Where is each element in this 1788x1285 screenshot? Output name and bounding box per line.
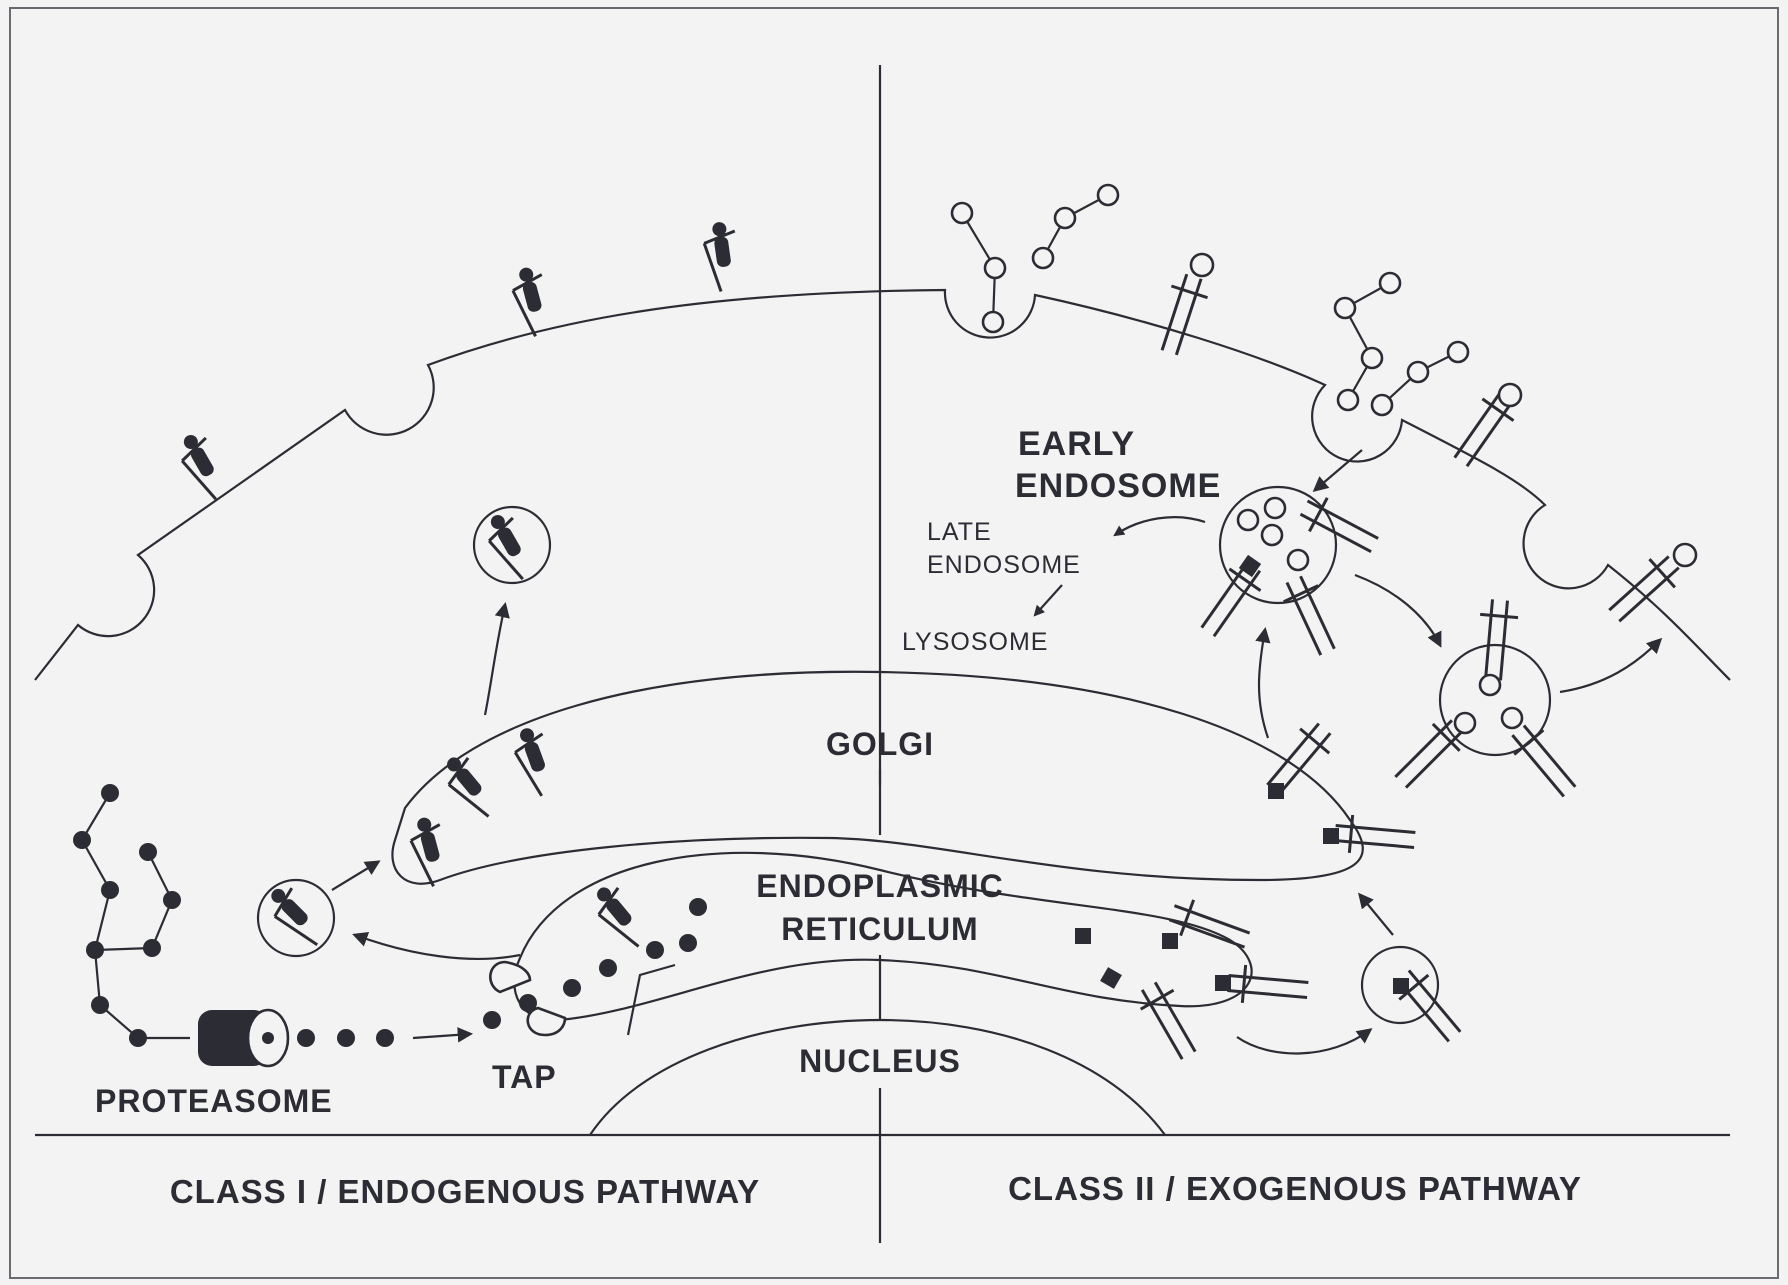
arrow-icon [355,935,520,959]
late-endosome-label-1: LATE [927,518,992,546]
invariant-chain-icon [1075,928,1091,944]
arrow-icon [1115,517,1205,535]
arrow-icon [1035,585,1062,615]
mhc-class-i-icon [508,264,557,339]
mhc-class-ii-icon [1333,814,1416,859]
arrow-icon [1355,575,1440,645]
golgi-label: GOLGI [826,726,934,762]
arrow-icon [485,605,505,715]
nucleus-label: NUCLEUS [799,1043,961,1079]
lysosome-label: LYSOSOME [902,628,1048,656]
late-endosome-label-2: ENDOSOME [927,551,1081,579]
arrow-icon [413,1034,470,1038]
protein-chain-icon [73,784,190,1047]
empty-mhc-icon [628,965,675,1035]
arrow-icon [1237,1030,1370,1053]
mhc-class-ii-icon [1504,718,1585,804]
mhc-class-ii-icon [1152,271,1213,359]
arrow-icon [1360,895,1393,935]
mhc-class-ii-icon [1133,976,1206,1064]
mhc-class-i-icon [702,220,743,293]
proteasome-label: PROTEASOME [95,1083,333,1119]
tap-label: TAP [492,1059,557,1095]
peptide-dot-icon [297,1029,394,1047]
arrow-icon [332,862,378,890]
antigen-chain-icon [1335,273,1468,415]
invariant-chain-icon [1100,967,1122,989]
early-endosome-label-2: ENDOSOME [1015,467,1221,505]
class-one-pathway-label: CLASS I / ENDOGENOUS PATHWAY [170,1173,760,1210]
mhc-class-ii-icon [1226,964,1309,1009]
arrow-icon [1560,640,1660,692]
mhc-class-ii-icon [1475,598,1520,681]
mhc-class-ii-icon [1602,548,1687,630]
arrow-icon [1315,450,1362,490]
proteasome-icon [198,1010,288,1066]
plasma-membrane [35,290,1730,680]
mhc-class-ii-icon [1389,963,1470,1049]
early-endosome-label-1: EARLY [1018,425,1135,463]
mhc-class-i-icon [587,879,656,952]
mhc-class-ii-icon [1295,490,1383,561]
er-label-1: ENDOPLASMIC [756,868,1003,904]
mhc-class-ii-icon [1277,571,1345,660]
golgi [392,672,1362,884]
arrow-icon [1259,630,1268,738]
mhc-class-i-icon [437,749,506,822]
mhc-class-i-icon [509,724,563,800]
class-two-pathway-label: CLASS II / EXOGENOUS PATHWAY [1008,1170,1582,1207]
antigen-chain-icon [952,185,1118,332]
er-label-2: RETICULUM [781,911,978,947]
